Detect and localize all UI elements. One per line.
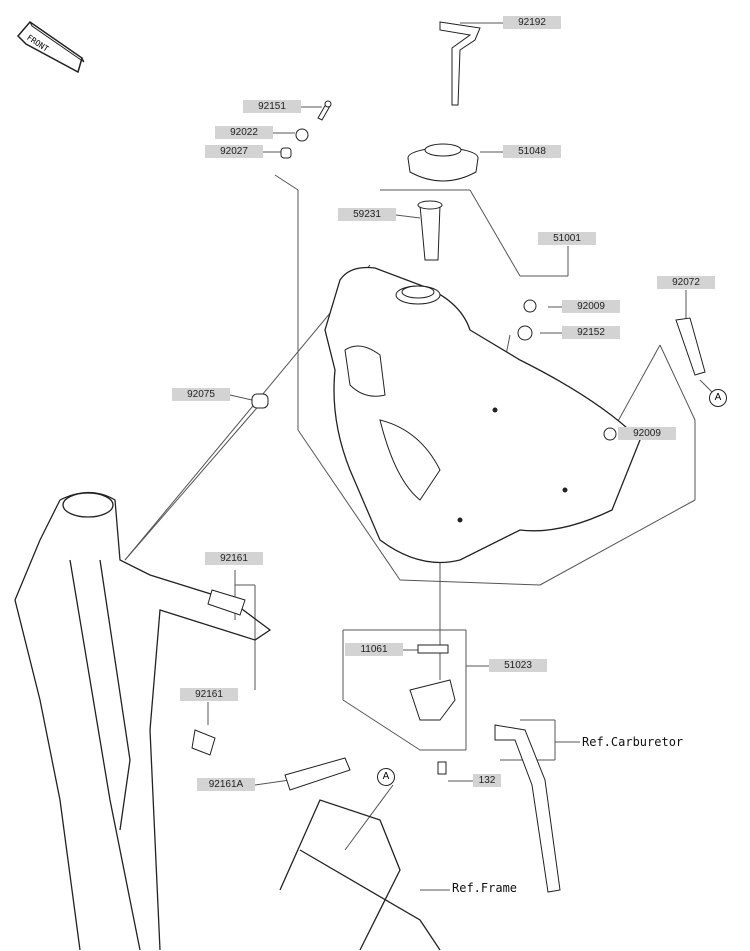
damper-92075 bbox=[251, 393, 269, 409]
part-label-92151[interactable]: 92151 bbox=[243, 100, 301, 113]
part-label-92161[interactable]: 92161 bbox=[205, 552, 263, 565]
fuel-tank bbox=[324, 266, 641, 564]
ref-frame: Ref.Frame bbox=[452, 881, 518, 895]
fuel-tap bbox=[409, 644, 456, 775]
band-92072 bbox=[675, 317, 706, 376]
part-label-59231[interactable]: 59231 bbox=[338, 208, 396, 221]
collar-92027 bbox=[280, 147, 292, 159]
marker-a: A bbox=[709, 389, 727, 407]
part-label-92022[interactable]: 92022 bbox=[215, 126, 273, 139]
washer-92022 bbox=[295, 128, 309, 142]
grommet-92009-2 bbox=[603, 427, 617, 441]
part-label-51048[interactable]: 51048 bbox=[503, 145, 561, 158]
part-label-51001[interactable]: 51001 bbox=[538, 232, 596, 245]
bolt-92151 bbox=[317, 100, 332, 121]
part-label-51023[interactable]: 51023 bbox=[489, 659, 547, 672]
part-label-92161-2[interactable]: 92161 bbox=[180, 688, 238, 701]
part-label-92192[interactable]: 92192 bbox=[503, 16, 561, 29]
part-label-92075[interactable]: 92075 bbox=[172, 388, 230, 401]
ref-carburetor: Ref.Carburetor bbox=[582, 735, 684, 749]
grommet-92152 bbox=[517, 325, 533, 341]
part-label-92161A[interactable]: 92161A bbox=[197, 778, 255, 791]
part-label-92152[interactable]: 92152 bbox=[562, 326, 620, 339]
fuel-cap bbox=[407, 143, 479, 182]
marker-a-2: A bbox=[377, 768, 395, 786]
pads-92161 bbox=[191, 589, 351, 791]
fuel-filter bbox=[417, 200, 443, 261]
part-label-92072[interactable]: 92072 bbox=[657, 276, 715, 289]
fuel-hose bbox=[494, 724, 561, 893]
part-label-92009[interactable]: 92009 bbox=[562, 300, 620, 313]
front-arrow-icon bbox=[16, 20, 85, 74]
part-label-92027[interactable]: 92027 bbox=[205, 145, 263, 158]
fuel-vent-hose bbox=[439, 21, 481, 106]
part-label-132[interactable]: 132 bbox=[473, 774, 501, 787]
part-label-92009-2[interactable]: 92009 bbox=[618, 427, 676, 440]
grommet-92009 bbox=[523, 299, 537, 313]
frame bbox=[14, 491, 441, 951]
part-label-11061[interactable]: 11061 bbox=[345, 643, 403, 656]
